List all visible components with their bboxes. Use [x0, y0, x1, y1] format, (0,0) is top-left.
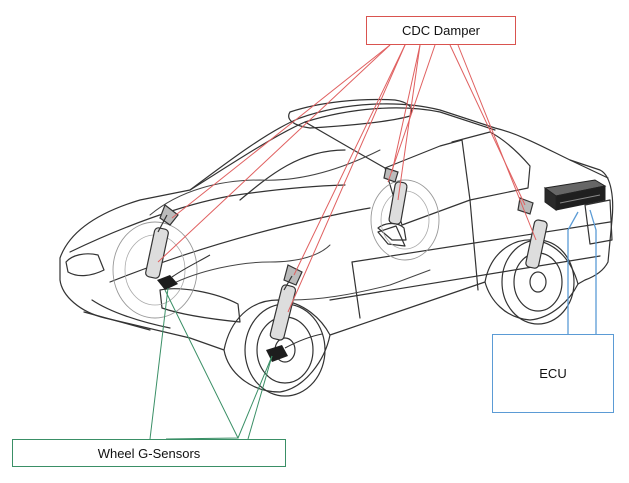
wheel-g-sensors-label-box: Wheel G-Sensors [12, 439, 286, 467]
wheel-g-sensor-leader-lines [149, 287, 273, 440]
cdc-damper-label: CDC Damper [401, 23, 480, 38]
cdc-damper-leader-lines [157, 44, 537, 313]
ecu-label: ECU [539, 366, 567, 381]
cdc-damper-label-box: CDC Damper [366, 16, 516, 45]
cdc-damper-front-left [145, 204, 179, 279]
ecu-label-box: ECU [492, 334, 614, 413]
cdc-damper-rear-right [517, 197, 548, 269]
cdc-damper-rear-left [383, 167, 408, 225]
wheel-g-sensor-front-left [157, 254, 211, 290]
ecu-leader-lines [567, 209, 597, 334]
wheel-g-sensors-label: Wheel G-Sensors [97, 445, 201, 461]
ecu-module [543, 179, 607, 211]
cdc-damper-front-right [269, 264, 303, 341]
